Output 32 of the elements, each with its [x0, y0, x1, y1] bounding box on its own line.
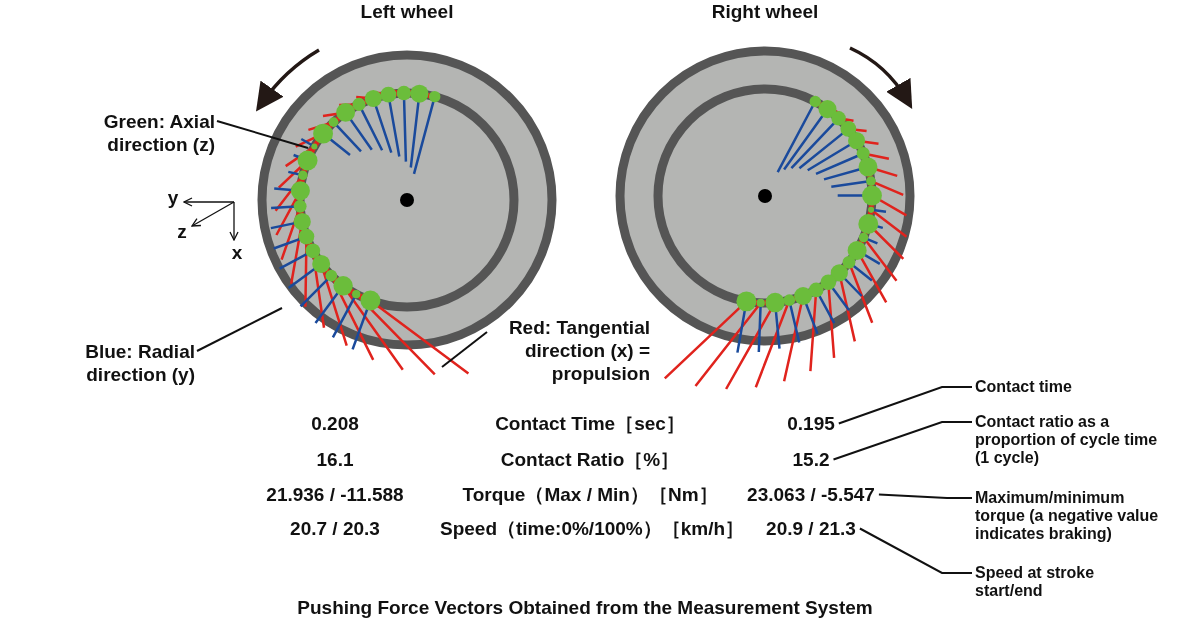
- table-value: 15.2: [792, 448, 830, 471]
- table-value: 0.208: [310, 412, 360, 435]
- table-header: Contact Ratio［%］: [499, 448, 681, 471]
- axis-label: y: [166, 186, 180, 209]
- table-header: Contact Time［sec］: [494, 412, 686, 435]
- annotation-text: Blue: Radial direction (y): [45, 340, 195, 386]
- caption: Pushing Force Vectors Obtained from the Measurement System: [296, 596, 874, 619]
- table-value: 21.936 / -11.588: [265, 483, 405, 506]
- table-header: Speed（time:0%/100%）［km/h］: [440, 517, 740, 540]
- leader-line: [837, 386, 973, 425]
- annotation-text: Contact time: [975, 378, 1175, 396]
- annotation-text: Green: Axial direction (z): [45, 110, 215, 156]
- leader-line: [858, 527, 973, 574]
- table-header: Torque（Max / Min）［Nm］: [461, 483, 719, 506]
- axis-label: z: [176, 220, 188, 243]
- table-value: 0.195: [787, 412, 835, 435]
- axis-label: x: [230, 241, 244, 264]
- table-value: 23.063 / -5.547: [747, 483, 875, 506]
- leader-line: [441, 331, 488, 368]
- annotation-text: Contact ratio as a proportion of cycle time (1 cycle): [975, 413, 1170, 467]
- wheel-title: Left wheel: [359, 0, 455, 23]
- wheel-title: Right wheel: [710, 0, 820, 23]
- leader-line: [832, 421, 973, 461]
- leader-line: [196, 307, 283, 352]
- table-value: 16.1: [315, 448, 355, 471]
- annotation-text: Maximum/minimum torque (a negative value indicates braking): [975, 489, 1170, 543]
- annotation-text: Speed at stroke start/end: [975, 564, 1145, 600]
- table-value: 20.7 / 20.3: [289, 517, 381, 540]
- leader-line: [216, 120, 309, 149]
- leader-line: [877, 493, 973, 499]
- table-value: 20.9 / 21.3: [766, 517, 856, 540]
- annotation-text: Red: Tangential direction (x) = propulsion: [490, 316, 650, 385]
